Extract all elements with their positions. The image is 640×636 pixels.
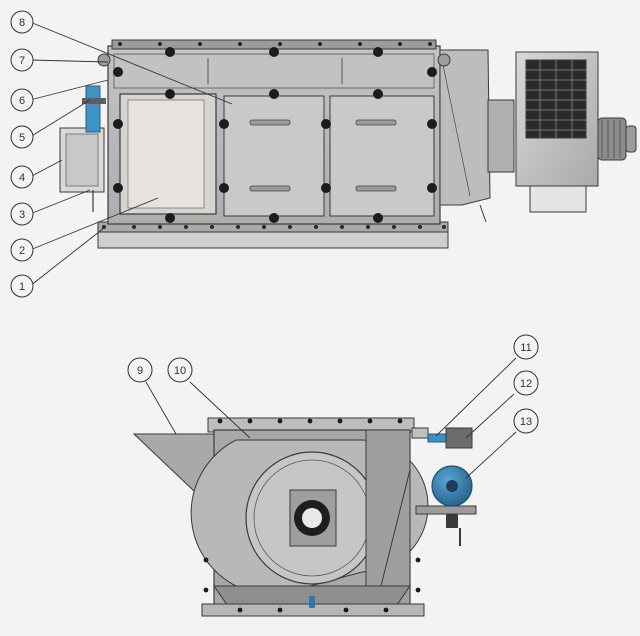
inspection-panel-left bbox=[223, 95, 325, 217]
motor-hub bbox=[446, 480, 458, 492]
callout-12: 12 bbox=[513, 370, 539, 396]
fan-base bbox=[529, 185, 587, 213]
callout-3: 3 bbox=[10, 202, 34, 226]
callout-4-label: 4 bbox=[19, 172, 25, 184]
hopper-edge bbox=[441, 59, 471, 197]
end-view-bolts bbox=[203, 418, 421, 613]
base-frame bbox=[97, 231, 449, 249]
callout-7-label: 7 bbox=[19, 55, 25, 67]
callout-11: 11 bbox=[513, 334, 539, 360]
callout-13-label: 13 bbox=[520, 416, 532, 428]
top-view bbox=[59, 39, 637, 249]
drain-valve bbox=[309, 596, 315, 608]
panel-handle bbox=[355, 119, 397, 126]
callout-1: 1 bbox=[10, 274, 34, 298]
callout-13: 13 bbox=[513, 408, 539, 434]
callout-10: 10 bbox=[167, 357, 193, 383]
callout-3-label: 3 bbox=[19, 209, 25, 221]
panel-handle bbox=[249, 185, 291, 192]
callout-9-label: 9 bbox=[137, 365, 143, 377]
callout-9: 9 bbox=[127, 357, 153, 383]
vibrator-unit bbox=[85, 85, 101, 133]
callout-11-label: 11 bbox=[520, 342, 531, 354]
housing-bolts bbox=[113, 47, 437, 223]
callout-8-label: 8 bbox=[19, 17, 25, 29]
dosing-box-inner bbox=[65, 133, 99, 187]
upper-channel bbox=[113, 53, 435, 89]
callout-5: 5 bbox=[10, 125, 34, 149]
side-panel bbox=[365, 429, 411, 607]
callout-5-label: 5 bbox=[19, 132, 25, 144]
filter-panel bbox=[127, 99, 205, 209]
callouts: 8 7 6 5 4 3 2 1 9 10 11 12 13 bbox=[10, 10, 539, 434]
callout-2-label: 2 bbox=[19, 245, 25, 257]
rail-bolts bbox=[102, 42, 446, 229]
callout-2: 2 bbox=[10, 238, 34, 262]
vibrator-clamp bbox=[82, 98, 106, 104]
shaft-hub bbox=[302, 508, 322, 528]
motor-endcap bbox=[625, 125, 637, 153]
coupling-sleeve bbox=[427, 433, 449, 443]
gearbox bbox=[445, 427, 473, 449]
callout-4: 4 bbox=[10, 165, 34, 189]
callout-6-label: 6 bbox=[19, 95, 25, 107]
hinge-lug bbox=[437, 53, 451, 67]
callout-1-label: 1 bbox=[19, 281, 25, 293]
callout-12-label: 12 bbox=[520, 378, 532, 390]
fan-grille-bars bbox=[526, 60, 586, 138]
callout-10-label: 10 bbox=[174, 365, 186, 377]
motor-bracket bbox=[415, 505, 477, 515]
hinge-lug bbox=[97, 53, 111, 67]
outlet-hopper bbox=[439, 49, 491, 206]
leader-lines bbox=[29, 21, 517, 479]
shaft-coupling bbox=[411, 427, 429, 439]
callout-8: 8 bbox=[10, 10, 34, 34]
motor-fins bbox=[601, 120, 621, 158]
callout-7: 7 bbox=[10, 48, 34, 72]
panel-diagonal bbox=[379, 469, 411, 591]
panel-handle bbox=[355, 185, 397, 192]
duct-connection bbox=[487, 99, 515, 173]
panel-handle bbox=[249, 119, 291, 126]
drain-stub bbox=[479, 204, 487, 223]
inspection-panel-right bbox=[329, 95, 435, 217]
motor-foot bbox=[446, 514, 458, 528]
bottom-view bbox=[132, 417, 477, 617]
callout-6: 6 bbox=[10, 88, 34, 112]
